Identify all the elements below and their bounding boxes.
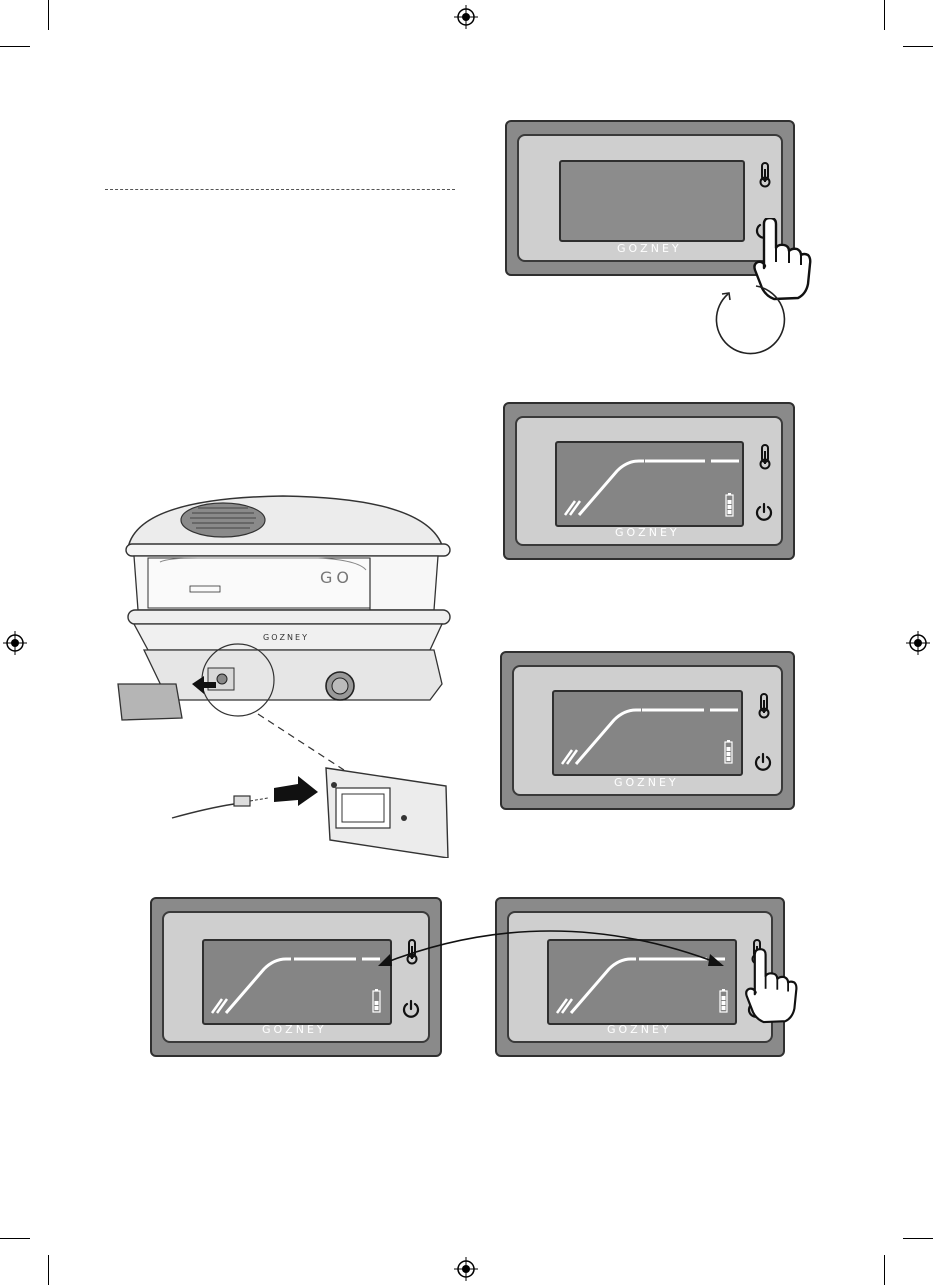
power-icon[interactable] [401,999,421,1019]
oven-brand-window: GO [320,568,353,587]
pizza-oven-illustration: GO GOZNEY [108,488,458,858]
power-icon[interactable] [753,752,773,772]
battery-icon [724,740,733,764]
temperature-graph [557,443,742,525]
dashed-divider [105,189,455,190]
crop-mark [0,46,30,47]
registration-mark-icon [454,1257,478,1281]
temperature-graph [554,692,741,774]
battery-icon [719,989,728,1013]
brand-logo: GOZNEY [607,1023,672,1036]
brand-logo: GOZNEY [615,526,680,539]
battery-icon [372,989,381,1013]
registration-mark-icon [454,5,478,29]
display-screen [559,160,745,242]
thermometer-icon[interactable] [759,444,771,470]
brand-logo: GOZNEY [617,242,682,255]
crop-mark [0,1238,30,1239]
rotate-arrow-icon [708,280,788,356]
toggle-arrow-icon [370,918,730,978]
pointing-hand-icon [744,946,798,1028]
brand-logo: GOZNEY [614,776,679,789]
control-panel-startup-2: GOZNEY [500,651,795,810]
thermometer-icon[interactable] [759,162,771,188]
display-screen [202,939,392,1025]
control-panel-startup-1: GOZNEY [503,402,795,560]
crop-mark [48,1255,49,1285]
crop-mark [884,1255,885,1285]
thermometer-icon[interactable] [758,693,770,719]
display-screen [555,441,744,527]
crop-mark [48,0,49,30]
brand-logo: GOZNEY [262,1023,327,1036]
display-screen [552,690,743,776]
oven-brand-front: GOZNEY [263,633,309,642]
battery-icon [725,493,734,517]
crop-mark [884,0,885,30]
temperature-graph [204,941,390,1023]
crop-mark [903,1238,933,1239]
registration-mark-icon [906,631,930,655]
crop-mark [903,46,933,47]
power-icon[interactable] [754,502,774,522]
registration-mark-icon [3,631,27,655]
